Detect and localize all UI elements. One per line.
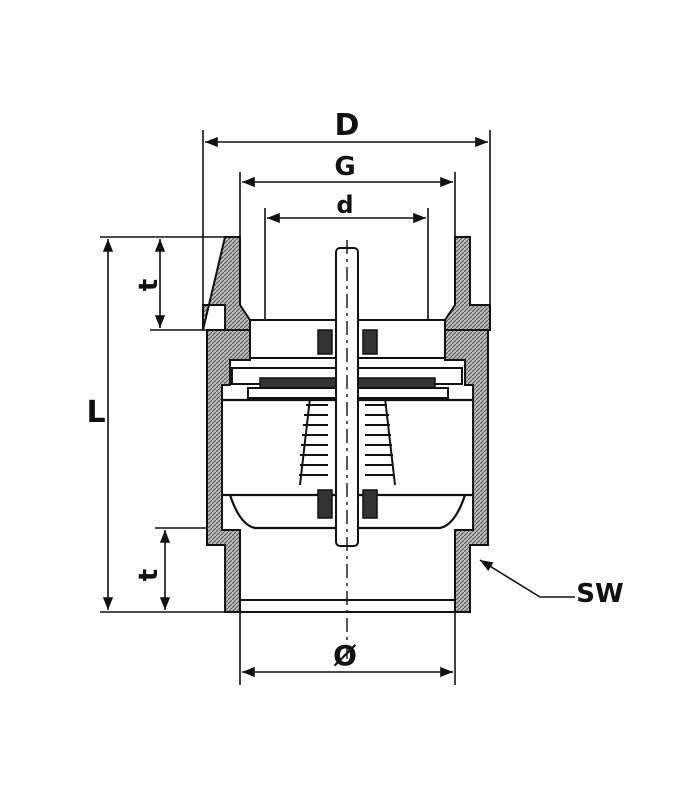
- spring: [299, 397, 396, 486]
- label-outer-diameter: D: [335, 108, 360, 143]
- label-thread-length-bottom: t: [134, 569, 164, 581]
- dimension-lines: [102, 136, 575, 678]
- label-thread-size: G: [334, 152, 355, 182]
- dimension-labels: D G d L t t Ø SW: [86, 108, 623, 672]
- extension-lines: [100, 130, 491, 685]
- label-length: L: [86, 395, 105, 430]
- label-bore-diameter: Ø: [333, 639, 357, 672]
- label-thread-length-top: t: [134, 279, 164, 291]
- label-wrench-size: SW: [576, 579, 623, 609]
- valve-body: [202, 236, 491, 660]
- label-inner-diameter: d: [336, 191, 353, 219]
